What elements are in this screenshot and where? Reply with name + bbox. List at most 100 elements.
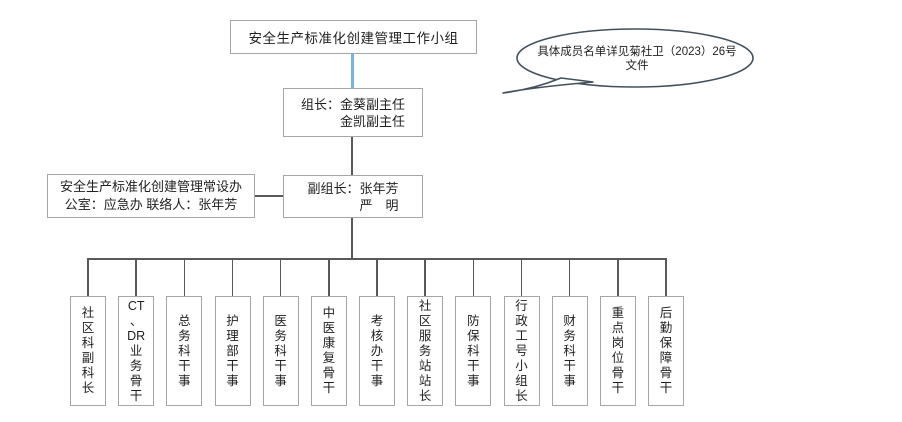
member-label-token: 事 (226, 373, 239, 388)
member-label-token: 干 (322, 381, 336, 395)
callout-ellipse (516, 28, 754, 88)
leader-content: 组长： 金葵副主任 金凯副主任 (301, 96, 405, 130)
member-label-token: 干 (563, 358, 576, 373)
leader-name-2: 金凯副主任 (340, 113, 406, 129)
member-label-token: 医 (274, 313, 287, 328)
member-label-token: CT (127, 298, 145, 313)
member-box-1: 社区科副科长 (70, 296, 106, 406)
member-label-token: 业 (129, 343, 143, 358)
member-box-10: 行政工号小组长 (503, 296, 540, 406)
member-box-3: 总务科干事 (166, 296, 203, 406)
leader-role-label: 组长： (300, 96, 340, 112)
member-label-token: 骨 (611, 366, 625, 380)
member-label-token: 务 (274, 328, 287, 343)
member-label-token: 长 (418, 388, 432, 403)
member-label-token: 副 (81, 351, 95, 365)
member-label-token: DR (127, 328, 146, 343)
member-box-13: 后勤保障骨干 (648, 296, 684, 406)
connector-member-drop-7 (376, 258, 378, 298)
member-label-token: 点 (611, 321, 625, 335)
member-label-token: 防 (467, 313, 480, 328)
member-label-token: 社 (418, 298, 432, 313)
connector-deputy-to-bar (351, 218, 353, 259)
office-text-line2: 公室：应急办 联络人：张年芳 (64, 197, 238, 212)
member-label-token: 岗 (611, 336, 625, 350)
member-label-token: 重 (611, 306, 625, 320)
member-label-token: 科 (81, 336, 95, 350)
member-label-token: 服 (418, 328, 432, 343)
connector-member-drop-9 (472, 258, 475, 298)
member-label-token: 区 (81, 321, 95, 335)
member-label-token: 站 (418, 358, 432, 373)
member-box-6: 中医康复骨干 (310, 296, 347, 406)
member-label-token: 办 (370, 343, 384, 358)
member-label-token: 社 (81, 306, 95, 320)
workgroup-title-label: 安全生产标准化创建管理工作小组 (248, 31, 459, 46)
member-label-token: 科 (178, 343, 191, 358)
workgroup-title-box: 安全生产标准化创建管理工作小组 (230, 20, 477, 54)
callout-bubble: 具体成员名单详见菊社卫（2023）26号 文件 (502, 28, 754, 94)
member-label-token: 事 (563, 373, 576, 388)
member-label-token: 骨 (129, 373, 143, 388)
deputy-role-label: 副组长： (307, 180, 360, 196)
member-box-4: 护理部干事 (214, 296, 251, 406)
deputy-name-2: 严 明 (359, 197, 399, 213)
member-label-token: 总 (178, 313, 191, 328)
member-label-token: 部 (226, 343, 239, 358)
connector-member-drop-10 (520, 258, 523, 298)
member-box-11: 财务科干事 (551, 296, 588, 406)
member-label-token: 骨 (322, 366, 336, 380)
connector-member-drop-5 (279, 258, 282, 298)
member-label-token: 务 (129, 358, 143, 373)
member-label-token: 理 (226, 328, 239, 343)
member-label-token: 障 (659, 351, 673, 365)
connector-member-drop-11 (568, 258, 571, 298)
office-box: 安全生产标准化创建管理常设办 公室：应急办 联络人：张年芳 (47, 174, 255, 218)
connector-member-drop-13 (665, 258, 667, 298)
member-label-token: 站 (418, 373, 432, 388)
member-label-token: 组 (515, 373, 528, 388)
member-label-token: 保 (467, 328, 480, 343)
member-label-token: 干 (178, 358, 191, 373)
member-label-token: 小 (515, 358, 528, 373)
member-label-token: 事 (178, 373, 191, 388)
callout-text-line2: 文件 (626, 58, 649, 72)
callout-tail (502, 77, 594, 94)
connector-member-drop-4 (231, 258, 234, 298)
member-label-token: 干 (467, 358, 480, 373)
member-label-token: 务 (563, 328, 576, 343)
member-label-token: 复 (322, 351, 336, 365)
member-box-8: 社区服务站站长 (407, 296, 444, 406)
member-label-token: 号 (515, 343, 528, 358)
member-box-12: 重点岗位骨干 (599, 296, 636, 406)
member-label-token: 医 (322, 321, 336, 335)
member-label-token: 、 (129, 313, 143, 328)
member-label-token: 位 (611, 351, 625, 365)
leader-box: 组长： 金葵副主任 金凯副主任 (283, 88, 423, 137)
member-box-9: 防保科干事 (455, 296, 492, 406)
connector-office-to-deputy (255, 195, 283, 197)
member-label-token: 科 (274, 343, 287, 358)
connector-member-drop-6 (328, 258, 330, 298)
deputy-box: 副组长： 张年芳 严 明 (283, 175, 423, 218)
member-label-token: 勤 (659, 321, 673, 335)
deputy-content: 副组长： 张年芳 严 明 (307, 180, 398, 214)
member-label-token: 中 (322, 306, 336, 320)
member-label-token: 骨 (659, 366, 673, 380)
connector-leader-to-deputy (351, 137, 353, 175)
member-label-token: 政 (515, 313, 528, 328)
member-label-token: 科 (81, 366, 95, 380)
member-label-token: 事 (370, 373, 384, 388)
member-label-token: 务 (178, 328, 191, 343)
connector-member-drop-1 (87, 258, 89, 298)
connector-title-to-leader (350, 53, 354, 89)
member-label-token: 考 (370, 313, 384, 328)
member-label-token: 保 (659, 336, 673, 350)
member-label-token: 后 (659, 306, 673, 320)
member-label-token: 区 (418, 313, 432, 328)
member-label-token: 行 (515, 298, 528, 313)
leader-name-1: 金葵副主任 (340, 96, 406, 112)
member-label-token: 工 (515, 328, 528, 343)
